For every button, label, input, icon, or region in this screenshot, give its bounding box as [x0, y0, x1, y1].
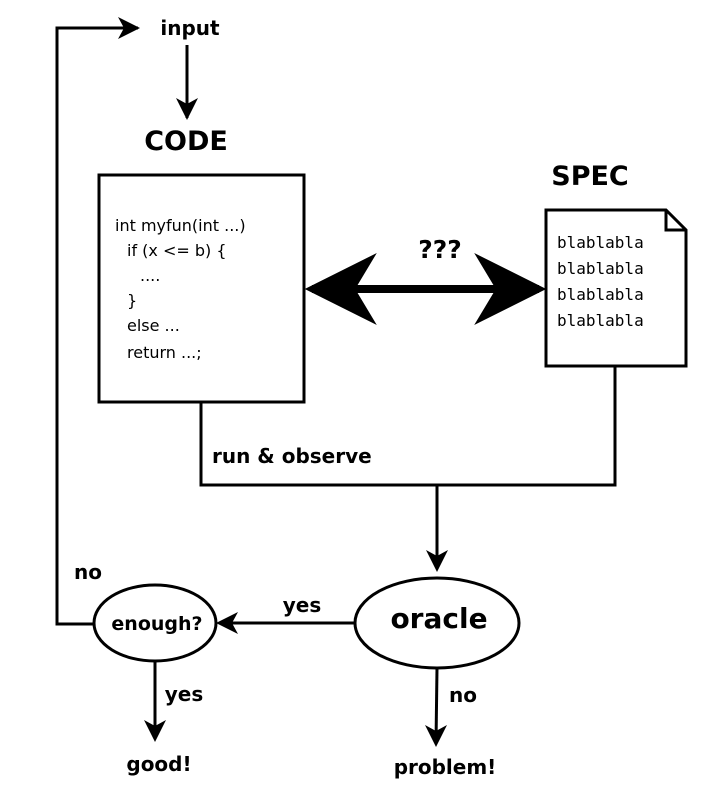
oracle-label: oracle	[390, 602, 487, 635]
no-loop-label: no	[74, 560, 102, 584]
enough-label: enough?	[111, 613, 202, 635]
spec-line: blablabla	[557, 259, 644, 278]
spec-document	[544, 208, 688, 368]
problem-label: problem!	[394, 755, 497, 779]
code-line: if (x <= b) {	[127, 241, 227, 260]
spec-line: blablabla	[557, 311, 644, 330]
arrowhead-problem	[425, 725, 447, 747]
arrowhead-good	[144, 720, 166, 742]
arrowheads	[118, 17, 448, 747]
loop-back-arrow	[55, 24, 139, 626]
problem-arrow	[434, 667, 439, 744]
yes-oracle-label: yes	[283, 593, 322, 617]
code-line: int myfun(int ...)	[115, 216, 246, 235]
code-title: CODE	[144, 126, 228, 157]
spec-title: SPEC	[551, 161, 629, 192]
arrowhead-oracle	[426, 550, 448, 572]
code-line: }	[127, 291, 137, 310]
arrowhead-input	[118, 17, 140, 39]
yes-good-label: yes	[165, 682, 204, 706]
code-box	[97, 173, 306, 404]
code-line: return ...;	[127, 343, 202, 362]
input-label: input	[160, 16, 220, 40]
arrowhead-enough	[216, 612, 238, 634]
question-label: ???	[418, 235, 462, 264]
good-label: good!	[126, 752, 191, 776]
run-observe-label: run & observe	[212, 444, 372, 468]
merge-lines	[199, 366, 617, 487]
code-line: else ...	[127, 316, 180, 335]
no-problem-label: no	[449, 683, 477, 707]
code-line: ....	[140, 266, 160, 285]
spec-line: blablabla	[557, 233, 644, 252]
spec-line: blablabla	[557, 285, 644, 304]
arrowhead-code	[176, 98, 198, 120]
